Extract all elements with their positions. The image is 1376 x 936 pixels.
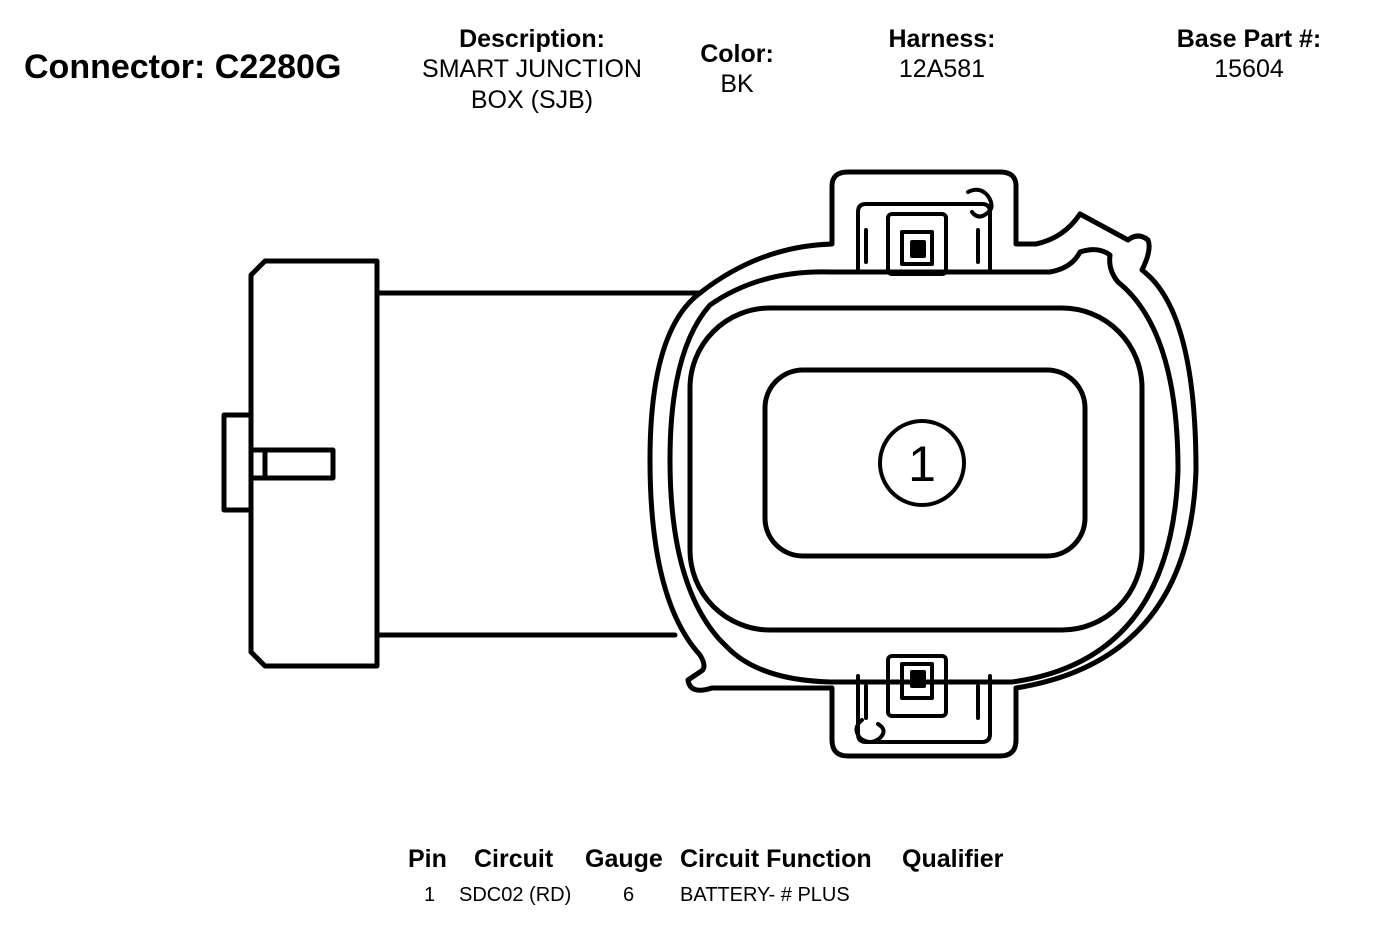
inner-housing-ring <box>667 247 1181 685</box>
side-flange <box>248 258 380 669</box>
bottom-lock-tab <box>854 654 992 744</box>
description-column: Description: SMART JUNCTION BOX (SJB) <box>397 24 667 116</box>
color-value: BK <box>720 70 754 98</box>
connector-front-housing <box>647 169 1199 759</box>
color-column: Color: BK <box>677 39 797 100</box>
side-pin-stub <box>250 447 336 481</box>
color-label: Color: <box>700 40 774 68</box>
base-part-value: 15604 <box>1214 55 1284 83</box>
harness-label: Harness: <box>888 25 996 53</box>
description-value-line1: SMART JUNCTION <box>422 55 642 83</box>
pin-1-label: 1 <box>908 436 936 492</box>
harness-column: Harness: 12A581 <box>842 24 1042 85</box>
pin-1-circle <box>878 419 966 507</box>
description-label: Description: <box>459 25 605 53</box>
description-value-line2: BOX (SJB) <box>470 86 594 114</box>
side-latch <box>221 412 254 513</box>
seal-ring <box>687 305 1145 633</box>
base-part-label: Base Part #: <box>1176 25 1322 53</box>
outer-housing-outline <box>647 169 1199 759</box>
connector-title: Connector: C2280G <box>24 48 342 86</box>
base-part-column: Base Part #: 15604 <box>1149 24 1349 85</box>
terminal-cavity <box>762 367 1088 559</box>
connector-side-body <box>221 258 703 669</box>
harness-value: 12A581 <box>898 55 986 83</box>
top-lock-tab <box>856 187 994 276</box>
